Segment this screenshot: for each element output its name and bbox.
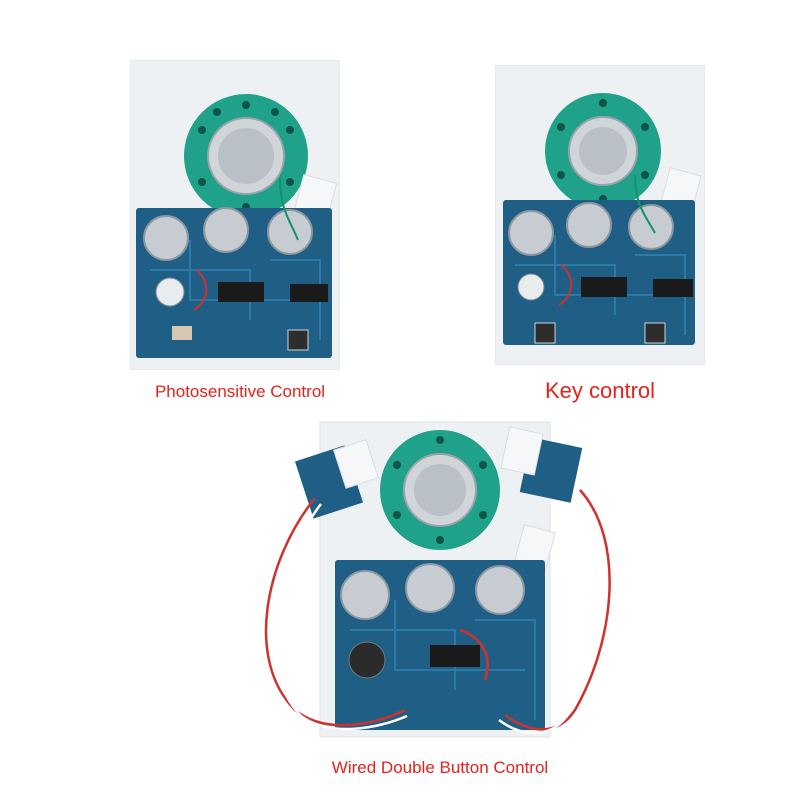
speaker [184, 94, 308, 218]
speaker [380, 430, 500, 550]
capacitor [290, 284, 328, 302]
speaker [545, 93, 661, 209]
wire [272, 503, 408, 731]
coin-batteries [508, 202, 674, 256]
coin-batteries [340, 563, 525, 620]
coin-batteries [143, 207, 313, 261]
wire [193, 269, 208, 311]
remote-button-right [500, 426, 583, 503]
wired-double-button-module-photo [264, 421, 611, 738]
photoresistor [172, 326, 192, 340]
capacitor [653, 279, 693, 297]
microphone [348, 641, 386, 679]
key-control-module-photo [495, 65, 705, 365]
photosensitive-module-photo [130, 60, 340, 370]
caption-wired-double-button-control: Wired Double Button Control [331, 758, 549, 777]
push-button [287, 329, 309, 351]
microphone [517, 273, 545, 301]
wire [264, 497, 406, 727]
caption-key-control: Key control [544, 378, 656, 403]
caption-photosensitive-control: Photosensitive Control [154, 382, 326, 401]
wire [459, 628, 489, 681]
wire [504, 489, 611, 731]
ic-chip [218, 282, 264, 302]
wire [279, 177, 299, 241]
light-sensor [155, 277, 185, 307]
push-button [644, 322, 666, 344]
ic-chip [581, 277, 627, 297]
push-button [534, 322, 556, 344]
ic-chip [430, 645, 480, 667]
wire [498, 495, 603, 735]
wire [634, 174, 656, 234]
wire [558, 264, 573, 306]
